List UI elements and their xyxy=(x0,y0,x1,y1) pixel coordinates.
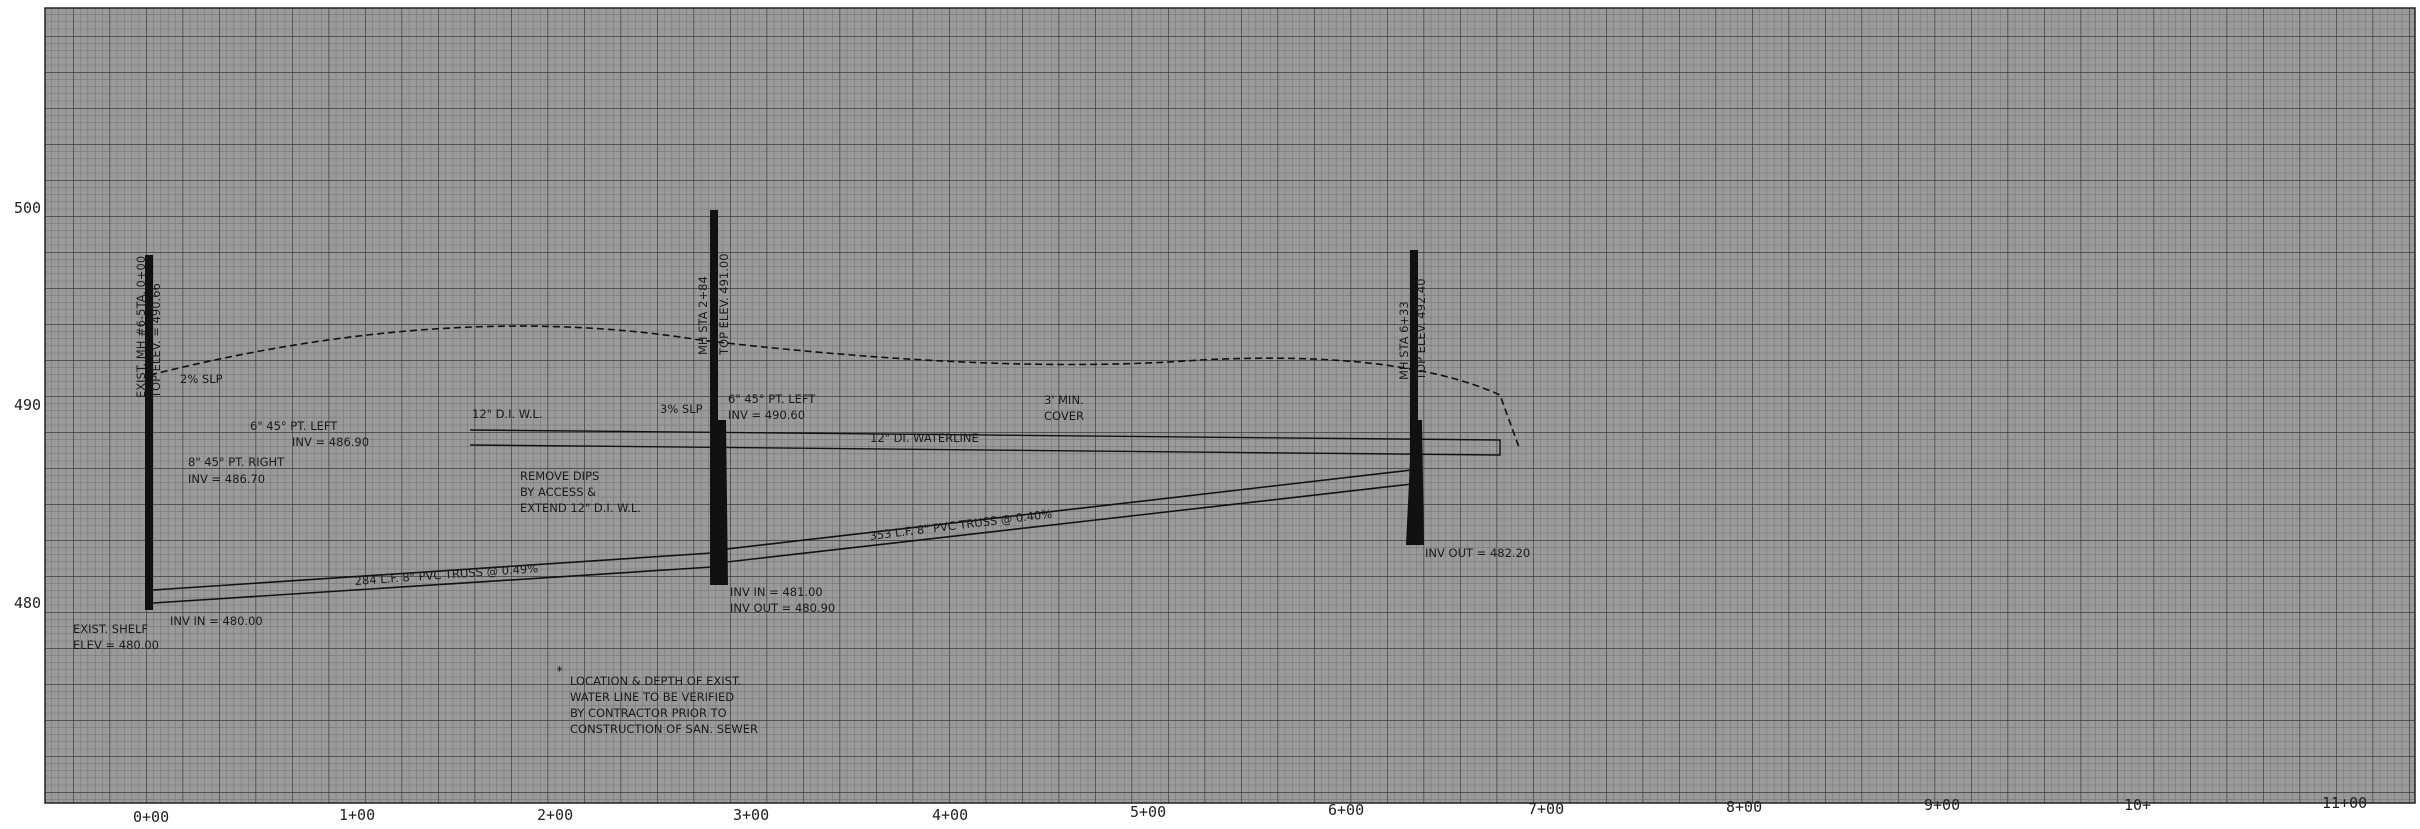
grid-major xyxy=(45,8,2415,803)
note: 3' MIN. xyxy=(1044,393,1084,407)
note: EXTEND 12" D.I. W.L. xyxy=(520,501,641,515)
station-label: 10+ xyxy=(2124,796,2151,814)
note: ELEV = 480.00 xyxy=(73,638,159,652)
station-label: 6+00 xyxy=(1328,801,1364,819)
note: MH STA 2+84 xyxy=(696,276,710,355)
note: REMOVE DIPS xyxy=(520,469,599,483)
elevation-label-490: 490 xyxy=(14,396,41,414)
elevation-label-480: 480 xyxy=(14,594,41,612)
sewer-pipe-1-top xyxy=(152,552,713,591)
note: 12" D.I. W.L. xyxy=(472,407,543,421)
sewer-pipe-2-bottom xyxy=(717,483,1413,564)
note: BY CONTRACTOR PRIOR TO xyxy=(570,706,727,720)
note: TOP ELEV. = 490.66 xyxy=(149,283,163,399)
manhole-right xyxy=(1410,250,1418,540)
manhole-middle xyxy=(710,210,718,580)
note: 2% SLP xyxy=(180,372,223,386)
note: EXIST. SHELF xyxy=(73,622,148,636)
note: WATER LINE TO BE VERIFIED xyxy=(570,690,734,704)
note: 6" 45° PT. LEFT xyxy=(728,392,816,406)
note: INV OUT = 480.90 xyxy=(730,601,835,615)
waterline-profile xyxy=(469,429,1501,456)
note: INV = 490.60 xyxy=(728,408,805,422)
note: 3% SLP xyxy=(660,402,703,416)
station-label: 7+00 xyxy=(1528,800,1564,818)
note: LOCATION & DEPTH OF EXIST. xyxy=(570,674,741,688)
sewer-pipe-2-top xyxy=(717,469,1413,551)
manhole-left xyxy=(145,255,153,610)
note: 8" 45° PT. RIGHT xyxy=(188,455,285,469)
note: 6" 45° PT. LEFT xyxy=(250,419,338,433)
station-label: 0+00 xyxy=(133,808,169,826)
station-label: 1+00 xyxy=(339,806,375,824)
note: EXIST. MH #6-5TA. 0+00 xyxy=(134,256,148,398)
note: MH STA 6+33 xyxy=(1397,301,1411,380)
elevation-label-500: 500 xyxy=(14,199,41,217)
station-label: 4+00 xyxy=(932,806,968,824)
note: INV OUT = 482.20 xyxy=(1425,546,1530,560)
station-label: 5+00 xyxy=(1130,803,1166,821)
note: TOP ELEV. 492.40 xyxy=(1414,278,1428,381)
station-label: 9+00 xyxy=(1924,796,1960,814)
note: COVER xyxy=(1044,409,1084,423)
asterisk-marker: * xyxy=(556,664,563,678)
note: INV IN = 480.00 xyxy=(170,614,263,628)
note: INV = 486.90 xyxy=(292,435,369,449)
station-label: 3+00 xyxy=(733,806,769,824)
station-label: 2+00 xyxy=(537,806,573,824)
note: BY ACCESS & xyxy=(520,485,596,499)
note: CONSTRUCTION OF SAN. SEWER xyxy=(570,722,758,736)
note: INV = 486.70 xyxy=(188,472,265,486)
manhole-right-base xyxy=(1406,420,1424,545)
note: INV IN = 481.00 xyxy=(730,585,823,599)
station-label: 11+00 xyxy=(2322,794,2367,812)
station-label: 8+00 xyxy=(1726,798,1762,816)
sewer-pipe-1-bottom xyxy=(152,566,713,604)
manhole-middle-base xyxy=(710,420,728,585)
note: 12" DI. WATERLINE xyxy=(870,431,979,445)
grid-border xyxy=(44,7,2416,804)
existing-ground-line xyxy=(149,325,1521,451)
note: TOP ELEV. 491.00 xyxy=(717,253,731,356)
